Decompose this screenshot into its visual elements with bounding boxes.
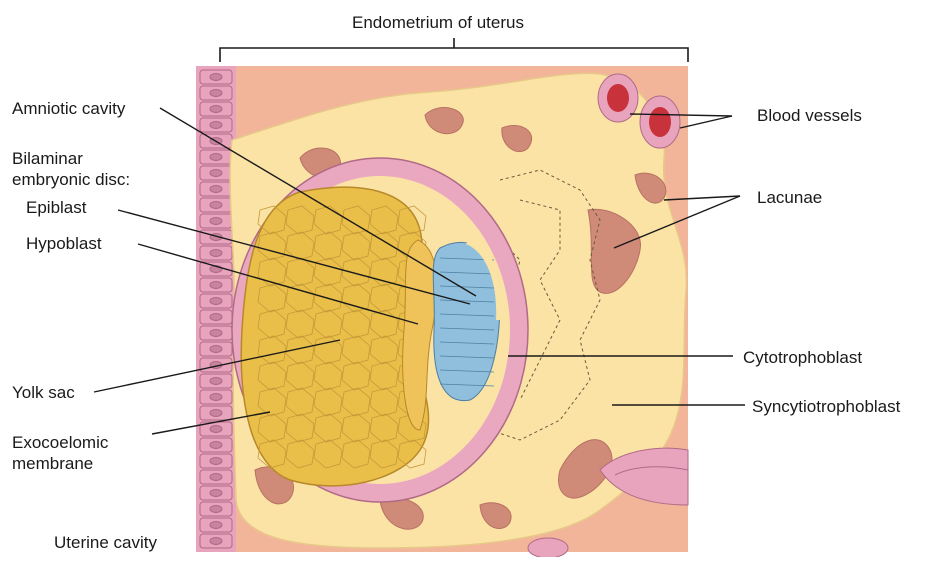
- cell-nucleus: [210, 250, 222, 257]
- bilaminar-label-line1: Bilaminar: [12, 148, 83, 169]
- uterine-epithelium: [196, 66, 236, 552]
- cell-nucleus: [210, 298, 222, 305]
- bilaminar-label-line2: embryonic disc:: [12, 169, 130, 190]
- uterine-cavity-label: Uterine cavity: [54, 532, 157, 553]
- cell-nucleus: [210, 90, 222, 97]
- cell-nucleus: [210, 330, 222, 337]
- hypoblast-label: Hypoblast: [26, 233, 102, 254]
- cell-nucleus: [210, 378, 222, 385]
- cell-nucleus: [210, 538, 222, 545]
- cell-nucleus: [210, 426, 222, 433]
- epiblast-label: Epiblast: [26, 197, 86, 218]
- cell-nucleus: [210, 122, 222, 129]
- cell-nucleus: [210, 490, 222, 497]
- yolk-sac-label: Yolk sac: [12, 382, 75, 403]
- cell-nucleus: [210, 202, 222, 209]
- exocoelomic-label-line2: membrane: [12, 453, 93, 474]
- cell-nucleus: [210, 218, 222, 225]
- blood-vessels-label: Blood vessels: [757, 105, 862, 126]
- cell-nucleus: [210, 474, 222, 481]
- endometrium-bracket: [220, 38, 688, 62]
- cell-nucleus: [210, 506, 222, 513]
- cell-nucleus: [210, 458, 222, 465]
- syncytiotrophoblast-label: Syncytiotrophoblast: [752, 396, 900, 417]
- cytotrophoblast-label: Cytotrophoblast: [743, 347, 862, 368]
- cell-nucleus: [210, 74, 222, 81]
- cell-nucleus: [210, 522, 222, 529]
- cell-nucleus: [210, 186, 222, 193]
- cell-nucleus: [210, 346, 222, 353]
- cell-nucleus: [210, 170, 222, 177]
- cell-nucleus: [210, 442, 222, 449]
- exocoelomic-label-line1: Exocoelomic: [12, 432, 108, 453]
- title-label: Endometrium of uterus: [352, 12, 524, 33]
- cell-nucleus: [210, 314, 222, 321]
- cell-nucleus: [210, 410, 222, 417]
- cell-nucleus: [210, 394, 222, 401]
- cell-nucleus: [210, 106, 222, 113]
- lacunae-label: Lacunae: [757, 187, 822, 208]
- cell-nucleus: [210, 282, 222, 289]
- cell-nucleus: [210, 154, 222, 161]
- amniotic-cavity-label: Amniotic cavity: [12, 98, 125, 119]
